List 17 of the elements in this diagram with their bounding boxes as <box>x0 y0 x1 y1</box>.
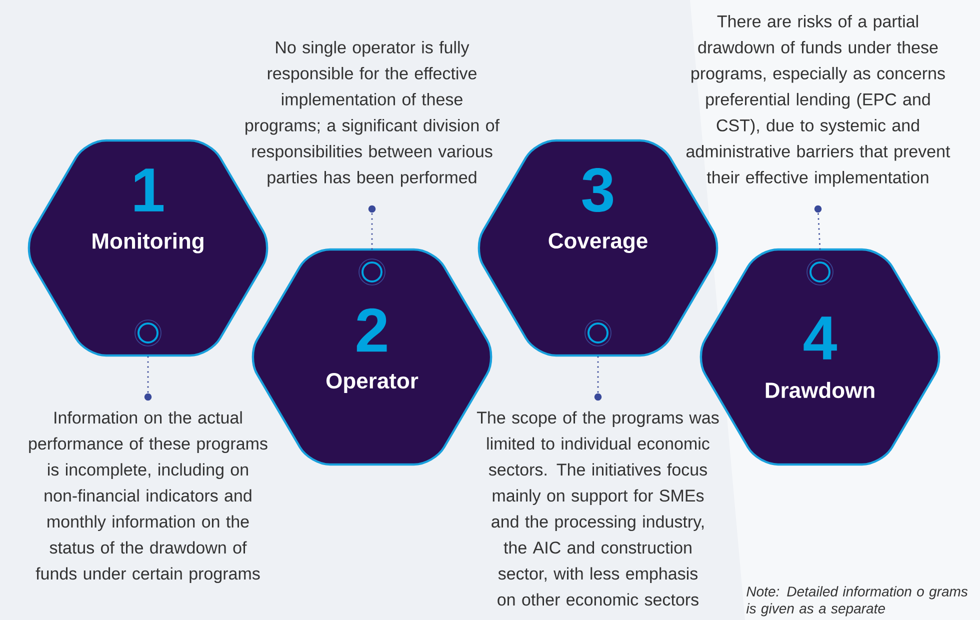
step-title: Operator <box>326 373 418 393</box>
step-title: Coverage <box>548 232 648 253</box>
step-number: 2 <box>356 308 387 352</box>
leader-line <box>144 354 152 401</box>
leader-line <box>594 354 602 401</box>
leader-line <box>814 205 822 250</box>
description-text: The scope of the programs was limited to individual economic sectors. The initiatives focus mainly on support for SMEs and the processing industry, the AIC and construction sector, with less emphasis on other economic sectors <box>476 411 719 606</box>
description-text: No single operator is fully responsible for the effective implementation of these programs; a significant division of responsibilities between various parties has been performed <box>246 40 500 187</box>
step-title: Monitoring <box>92 232 204 254</box>
step-number: 1 <box>134 168 164 212</box>
step-number: 3 <box>582 168 613 212</box>
note-text: Note: Detailed information o grams is given as a separate <box>746 586 968 616</box>
description-text: There are risks of a partial drawdown of funds under these programs, especially as concerns preferential lending (EPC and CST), due to systemic and administrative barriers that prevent their effective implementation <box>686 14 950 187</box>
step-number: 4 <box>804 316 837 360</box>
leader-line <box>368 205 376 250</box>
step-title: Drawdown <box>766 382 874 398</box>
description-text: Information on the actual performance of these programs is incomplete, including on non-financial indicators and monthly information on the status of the drawdown of funds under certain programs <box>29 411 268 584</box>
